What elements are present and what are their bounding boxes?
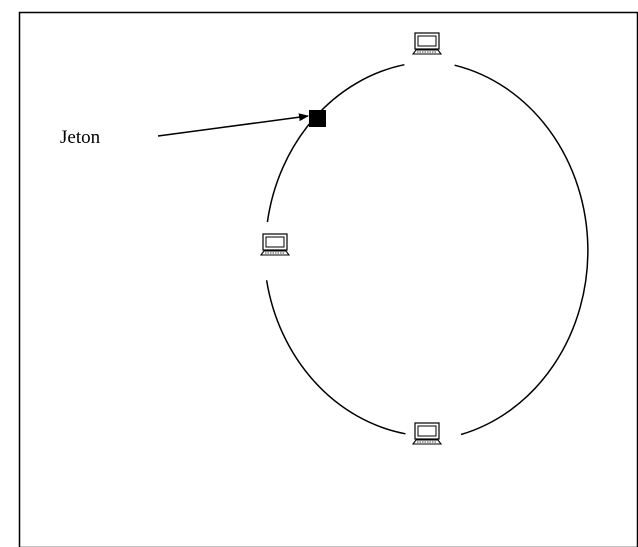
computer-icon (412, 32, 442, 55)
ring-arc-bottom-left (265, 280, 406, 435)
outer-frame (18, 11, 638, 547)
token-square (309, 110, 326, 127)
computer-icon (260, 233, 290, 256)
token-pointer-arrow (157, 113, 309, 137)
ring-arc-top-right (454, 64, 589, 436)
computer-icon (412, 422, 442, 445)
token-label: Jeton (60, 127, 101, 148)
